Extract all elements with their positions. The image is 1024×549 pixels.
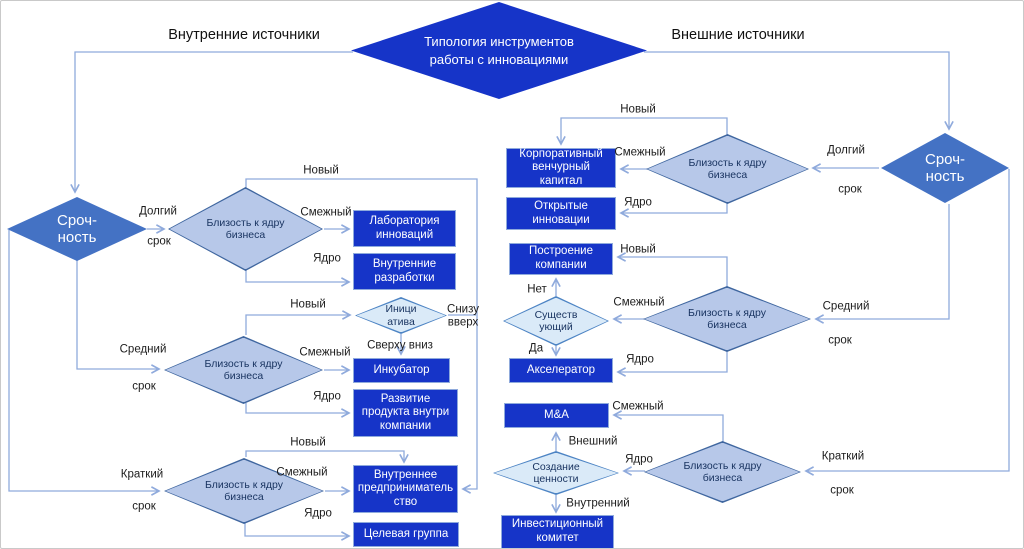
urgency-left-label: Сроч- ность (57, 211, 97, 246)
edge-label-term: срок (838, 183, 862, 196)
node-incubator: Инкубатор (353, 358, 450, 383)
edge-label-term: срок (828, 334, 852, 347)
decision-proximity-left-medium: Близость к ядру бизнеса (164, 336, 323, 404)
decision-initiative: Иници атива (355, 297, 447, 334)
branch-label-external: Внешние источники (671, 27, 805, 44)
node-mna: M&A (504, 403, 609, 428)
decision-proximity-left-short: Близость к ядру бизнеса (164, 458, 324, 524)
existing-label: Существ ующий (534, 308, 578, 333)
edge-label-new: Новый (290, 436, 326, 449)
edge-label-adjacent: Смежный (613, 296, 665, 309)
proximity-left-short-label: Близость к ядру бизнеса (204, 478, 284, 503)
proximity-left-long-label: Близость к ядру бизнеса (206, 216, 285, 241)
node-company-building: Построение компании (509, 243, 613, 275)
edge-label-short-left: Краткий (120, 468, 164, 481)
urgency-right-label: Сроч- ность (925, 150, 965, 185)
edge-label-yes: Да (528, 342, 544, 355)
edge-label-long-right: Долгий (827, 144, 865, 157)
node-open-innovation: Открытые инновации (506, 197, 616, 230)
decision-urgency-right: Сроч- ность (881, 133, 1009, 203)
edge-label-adjacent: Смежный (300, 206, 352, 219)
edge-label-adjacent: Смежный (276, 466, 328, 479)
decision-proximity-right-medium: Близость к ядру бизнеса (643, 286, 811, 352)
node-innovation-lab: Лаборатория инноваций (353, 210, 456, 247)
edge-label-term: срок (147, 235, 171, 248)
proximity-right-short-label: Близость к ядру бизнеса (683, 459, 762, 484)
node-internal-rnd: Внутренние разработки (353, 253, 456, 290)
node-product-dev: Развитие продукта внутри компании (353, 389, 458, 437)
edge-label-internal: Внутренний (566, 497, 630, 510)
edge-label-external: Внешний (568, 435, 618, 448)
node-typology: Типология инструментов работы с инноваци… (351, 2, 647, 99)
edge-label-core: Ядро (304, 507, 332, 520)
edge-label-long-left: Долгий (139, 205, 177, 218)
edge-label-top-down: Сверху вниз (367, 339, 433, 352)
edge-label-adjacent: Смежный (612, 400, 664, 413)
node-invest-committee: Инвестиционный комитет (501, 515, 614, 548)
proximity-right-long-label: Близость к ядру бизнеса (688, 156, 767, 181)
edge-label-term: срок (132, 380, 156, 393)
edge-label-core: Ядро (313, 390, 341, 403)
node-target-group: Целевая группа (353, 522, 459, 547)
decision-proximity-right-short: Близость к ядру бизнеса (644, 441, 801, 503)
edge-label-medium-right: Средний (822, 300, 870, 313)
edge-label-core: Ядро (626, 353, 654, 366)
decision-value-creation: Создание ценности (493, 451, 619, 495)
edge-label-adjacent: Смежный (614, 146, 666, 159)
decision-proximity-right-long: Близость к ядру бизнеса (646, 134, 809, 204)
typology-title: Типология инструментов работы с инноваци… (424, 33, 574, 67)
edge-label-no: Нет (527, 283, 547, 296)
decision-existing: Существ ующий (503, 296, 609, 346)
proximity-right-medium-label: Близость к ядру бизнеса (687, 306, 767, 331)
edge-label-new: Новый (303, 164, 339, 177)
edge-label-core: Ядро (313, 252, 341, 265)
node-cvc: Корпоративный венчурный капитал (506, 148, 616, 188)
decision-urgency-left: Сроч- ность (7, 197, 147, 261)
edge-label-new: Новый (290, 298, 326, 311)
edge-label-new: Новый (620, 103, 656, 116)
edge-label-core: Ядро (625, 453, 653, 466)
value-creation-label: Создание ценности (532, 460, 580, 485)
edge-label-new: Новый (620, 243, 656, 256)
initiative-label: Иници атива (385, 303, 417, 328)
node-intrapreneurship: Внутреннее предпринимательство (353, 465, 458, 513)
decision-proximity-left-long: Близость к ядру бизнеса (168, 187, 323, 271)
node-accelerator: Акселератор (509, 358, 613, 383)
edge-label-bottom-up: Снизу вверх (447, 303, 479, 328)
edge-label-short-right: Краткий (821, 450, 865, 463)
proximity-left-medium-label: Близость к ядру бизнеса (204, 357, 283, 382)
edge-label-core: Ядро (624, 196, 652, 209)
branch-label-internal: Внутренние источники (168, 27, 320, 44)
edge-label-adjacent: Смежный (299, 346, 351, 359)
edge-label-term: срок (830, 484, 854, 497)
edge-label-term: срок (132, 500, 156, 513)
edge-label-medium-left: Средний (119, 343, 167, 356)
